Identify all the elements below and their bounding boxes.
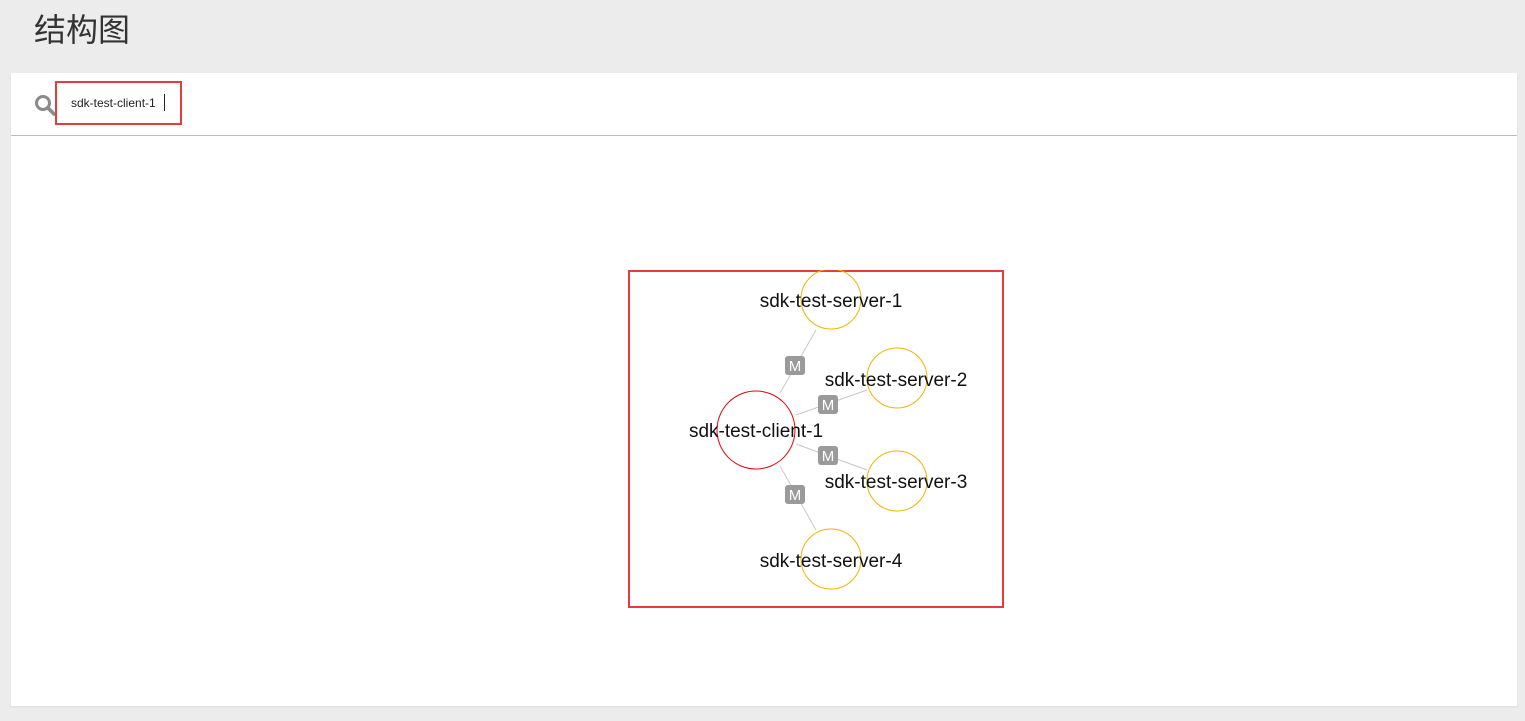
edge-badge xyxy=(785,356,805,375)
edge-server-3[interactable]: M xyxy=(795,443,868,471)
search-icon[interactable] xyxy=(34,94,58,118)
node-label: sdk-test-server-3 xyxy=(825,472,968,493)
edge-badge xyxy=(818,395,838,414)
node-server-1[interactable]: sdk-test-server-1 xyxy=(760,270,903,330)
search-box-highlight xyxy=(55,81,182,125)
graph-highlight-box xyxy=(628,270,1004,608)
node-label: sdk-test-server-2 xyxy=(825,370,968,391)
page-title: 结构图 xyxy=(34,11,131,49)
edge-badge-label: M xyxy=(789,358,802,375)
edge-server-1[interactable]: M xyxy=(779,329,817,394)
edge-server-4[interactable]: M xyxy=(779,465,817,531)
search-bar xyxy=(11,73,1517,136)
edge-badge-label: M xyxy=(789,487,802,504)
edge-badge-label: M xyxy=(822,448,835,465)
node-server-3[interactable]: sdk-test-server-3 xyxy=(825,450,968,512)
node-label: sdk-test-server-4 xyxy=(760,551,903,572)
edge-badge xyxy=(785,485,805,504)
text-cursor xyxy=(164,94,165,111)
node-server-4[interactable]: sdk-test-server-4 xyxy=(760,528,903,590)
topology-graph: M M M M sdk-test-client-1 xyxy=(689,270,968,590)
node-label: sdk-test-client-1 xyxy=(689,421,823,442)
edge-badge-label: M xyxy=(822,397,835,414)
node-label: sdk-test-server-1 xyxy=(760,291,903,312)
edge-badge xyxy=(818,446,838,465)
node-server-2[interactable]: sdk-test-server-2 xyxy=(825,347,968,409)
graph-area: M M M M sdk-test-client-1 xyxy=(11,136,1517,706)
node-client-1[interactable]: sdk-test-client-1 xyxy=(689,390,823,470)
edge-server-2[interactable]: M xyxy=(795,389,868,416)
topology-panel: M M M M sdk-test-client-1 xyxy=(11,73,1517,706)
search-input[interactable] xyxy=(71,94,179,112)
